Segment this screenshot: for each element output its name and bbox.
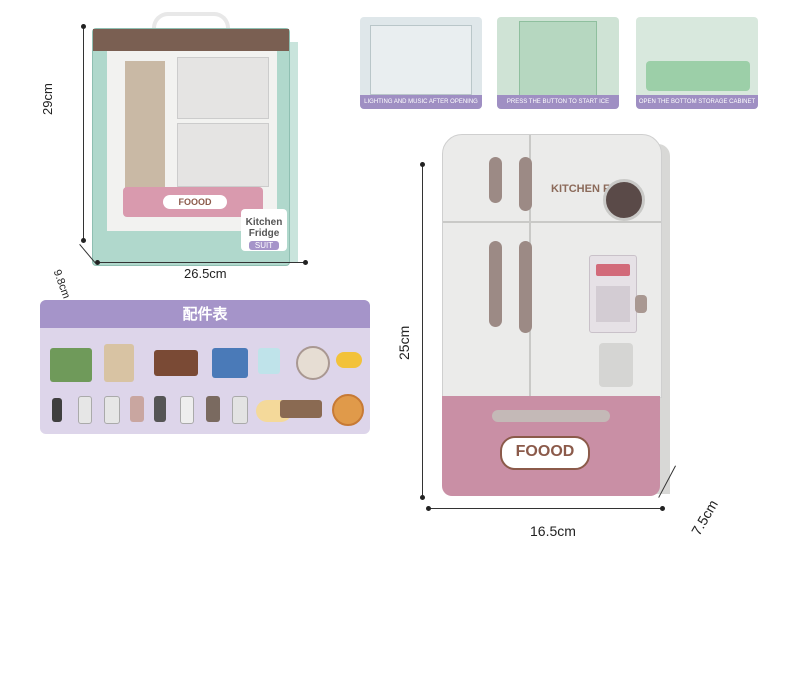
door-handle — [489, 241, 502, 327]
box-front: FOOOD Kitchen Fridge SUIT — [92, 28, 290, 266]
basket-icon — [154, 350, 198, 376]
feature-thumb-cabinet: OPEN THE BOTTOM STORAGE CABINET — [636, 17, 758, 109]
bananas-icon — [336, 352, 362, 368]
box-fridge-drawer: FOOOD — [123, 187, 263, 217]
feature-thumb-lighting: LIGHTING AND MUSIC AFTER OPENING DOORS — [360, 17, 482, 109]
milk-bottle-icon — [78, 396, 92, 424]
fridge-height-line — [422, 165, 423, 497]
box-fridge-upper — [177, 57, 269, 119]
bottle-icon — [52, 398, 62, 422]
feature-caption: LIGHTING AND MUSIC AFTER OPENING DOORS — [360, 95, 482, 109]
feature-caption: PRESS THE BUTTON TO START ICE MAKING — [497, 95, 619, 109]
door-seam-horizontal — [443, 221, 661, 223]
drawer-handle — [492, 410, 610, 422]
dim-dot — [426, 506, 431, 511]
pizza-icon — [332, 394, 364, 426]
dim-dot — [420, 162, 425, 167]
juice-bottle-icon — [130, 396, 144, 422]
fridge-drawer: FOOOD — [442, 396, 660, 496]
product-box: FOOOD Kitchen Fridge SUIT — [92, 12, 302, 268]
chocolate-tray-icon — [280, 400, 322, 418]
display-screen — [596, 264, 630, 276]
fooood-logo: FOOOD — [500, 436, 590, 470]
snack-box-icon — [212, 348, 248, 378]
door-handle — [489, 157, 502, 203]
fridge-depth-label: 7.5cm — [688, 496, 721, 538]
door-handle — [519, 241, 532, 333]
dim-dot — [95, 260, 100, 265]
dim-dot — [81, 238, 86, 243]
cereal-box-icon — [104, 344, 134, 382]
box-suit-label: SUIT — [249, 241, 279, 250]
box-height-line — [83, 26, 84, 240]
dim-dot — [420, 495, 425, 500]
box-brand-logo: FOOOD — [163, 195, 227, 209]
ice-maker-image — [519, 21, 597, 97]
cake-icon — [296, 346, 330, 380]
jar-icon — [206, 396, 220, 422]
feature-caption: OPEN THE BOTTOM STORAGE CABINET — [636, 95, 758, 109]
box-depth-label: 9.8cm — [50, 268, 73, 301]
accessories-panel: 配件表 — [40, 300, 370, 434]
box-product-label: Kitchen Fridge SUIT — [241, 209, 287, 251]
fridge-body: KITCHEN FOOD — [442, 134, 662, 398]
restaurant-badge — [603, 179, 645, 221]
button-grid — [596, 286, 630, 322]
box-shelf-left — [125, 61, 165, 211]
ice-cube-icon — [258, 348, 280, 374]
sauce-bottle-icon — [154, 396, 166, 422]
food-box-icon — [50, 348, 92, 382]
box-width-label: 26.5cm — [184, 266, 227, 281]
fridge-height-label: 25cm — [396, 325, 412, 360]
carton-icon — [232, 396, 248, 424]
accessories-title: 配件表 — [40, 300, 370, 328]
ice-button-knob — [635, 295, 647, 313]
fridge-width-label: 16.5cm — [530, 523, 576, 539]
yogurt-bottle-icon — [180, 396, 194, 424]
open-fridge-image — [370, 25, 472, 95]
fridge-width-line — [428, 508, 662, 509]
door-handle — [519, 157, 532, 211]
box-handle — [152, 12, 230, 36]
box-product-name: Kitchen Fridge — [245, 217, 283, 239]
dim-dot — [81, 24, 86, 29]
storage-drawer-image — [646, 61, 750, 91]
dim-dot — [303, 260, 308, 265]
box-top-band — [93, 29, 289, 51]
milk-carton-icon — [104, 396, 120, 424]
control-panel — [589, 255, 637, 333]
box-fridge-lower — [177, 123, 269, 187]
box-height-label: 29cm — [40, 83, 55, 115]
feature-thumb-ice: PRESS THE BUTTON TO START ICE MAKING — [497, 17, 619, 109]
box-width-line — [97, 262, 305, 263]
dim-dot — [660, 506, 665, 511]
fridge-illustration: KITCHEN FOOD FOOOD — [430, 134, 670, 502]
ice-dispenser — [599, 343, 633, 387]
